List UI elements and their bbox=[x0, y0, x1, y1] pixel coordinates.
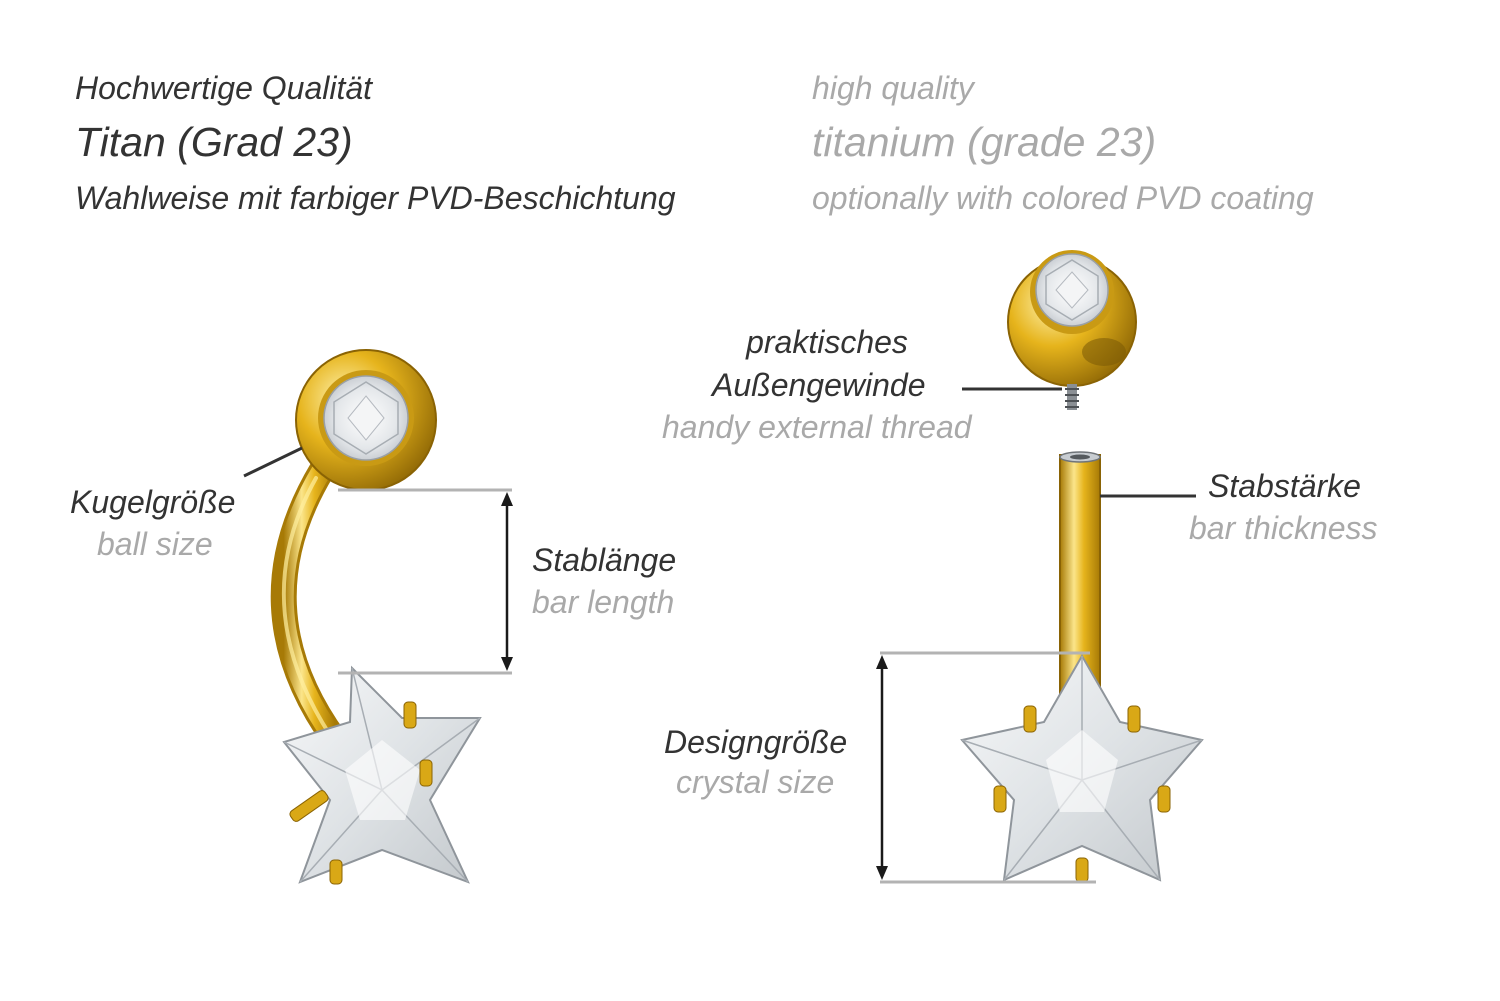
label-thread-de-line2: Außengewinde bbox=[712, 367, 926, 403]
header-en-material: titanium (grade 23) bbox=[812, 119, 1157, 165]
label-thread-de-line1: praktisches bbox=[746, 324, 908, 360]
label-design-size-de: Designgröße bbox=[664, 724, 848, 760]
label-bar-thickness-de: Stabstärke bbox=[1208, 468, 1361, 504]
left-star-crystal bbox=[282, 665, 482, 885]
right-belly-piercing bbox=[876, 250, 1204, 884]
header-de-coating: Wahlweise mit farbiger PVD-Beschichtung bbox=[75, 180, 676, 216]
header-de-material: Titan (Grad 23) bbox=[75, 119, 353, 165]
label-bar-length-de: Stablänge bbox=[532, 542, 677, 578]
header-en-quality: high quality bbox=[812, 70, 974, 106]
label-thread-en: handy external thread bbox=[662, 409, 972, 445]
right-star-crystal bbox=[960, 653, 1204, 883]
label-bar-thickness-en: bar thickness bbox=[1189, 510, 1378, 546]
left-belly-piercing bbox=[243, 349, 513, 885]
label-bar-length-en: bar length bbox=[532, 584, 675, 620]
label-design-size-en: crystal size bbox=[676, 764, 835, 800]
header-de-quality: Hochwertige Qualität bbox=[75, 70, 373, 106]
left-top-ball bbox=[295, 349, 437, 491]
header-en-coating: optionally with colored PVD coating bbox=[812, 180, 1314, 216]
label-ball-size-de: Kugelgröße bbox=[70, 484, 236, 520]
right-top-ball bbox=[1007, 250, 1137, 410]
label-ball-size-en: ball size bbox=[97, 526, 213, 562]
